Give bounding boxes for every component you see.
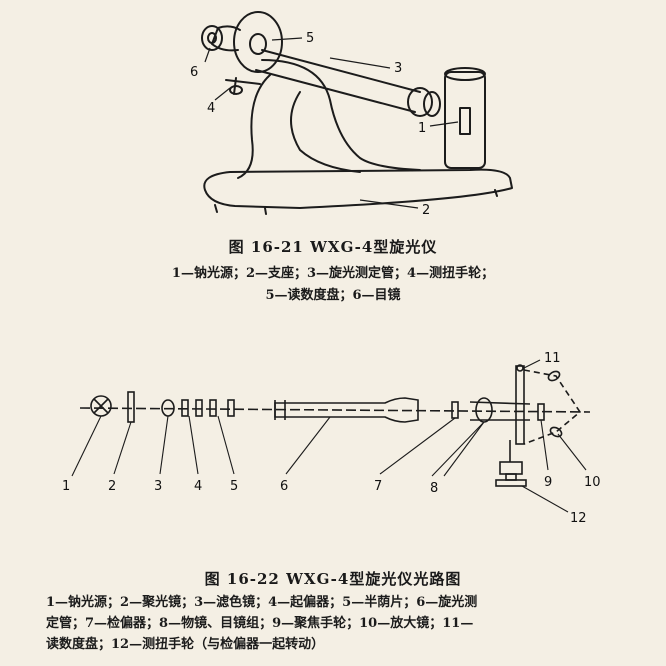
callout-op-10: 10 [584, 475, 601, 490]
callout-op-3: 3 [154, 479, 162, 494]
figure2-legend: 1—钠光源；2—聚光镜；3—滤色镜；4—起偏器；5—半荫片；6—旋光测 定管；7… [46, 592, 626, 655]
callout-1: 1 [418, 121, 426, 136]
callout-2: 2 [422, 203, 430, 218]
sodium-lamp-housing [444, 71, 486, 169]
callout-5: 5 [306, 31, 314, 46]
callout-op-9: 9 [544, 475, 552, 490]
callout-op-5: 5 [230, 479, 238, 494]
base-stand [203, 168, 513, 209]
polarimeter-illustration: 6 4 5 3 1 2 [190, 11, 513, 218]
callout-op-4: 4 [194, 479, 202, 494]
sample-tube [274, 397, 419, 423]
analyzer [451, 401, 459, 419]
figure2-legend-line1: 1—钠光源；2—聚光镜；3—滤色镜；4—起偏器；5—半荫片；6—旋光测 [46, 595, 478, 610]
condenser-lens [127, 391, 135, 423]
magnifier-upper [547, 370, 561, 382]
callout-op-6: 6 [280, 479, 288, 494]
measure-handwheel-2 [499, 461, 523, 475]
figure1-legend-line1: 1—钠光源；2—支座；3—旋光测定管；4—测扭手轮； [171, 266, 495, 281]
eyepiece [201, 25, 223, 51]
polarizer [181, 399, 189, 417]
figure2-caption: 图 16-22 WXG-4型旋光仪光路图 [204, 570, 462, 588]
measuring-tube [255, 49, 421, 113]
callout-op-1: 1 [62, 479, 70, 494]
callout-op-12: 12 [570, 511, 587, 526]
figure1-caption: 图 16-21 WXG-4型旋光仪 [228, 238, 438, 256]
half-shade-plate [209, 399, 217, 417]
figure2-legend-line2: 定管；7—检偏器；8—物镜、目镜组；9—聚焦手轮；10—放大镜；11— [46, 616, 474, 631]
reading-dial-bar [515, 365, 525, 445]
support-arm [261, 59, 421, 171]
callout-6: 6 [190, 65, 198, 80]
callout-op-2: 2 [108, 479, 116, 494]
callout-4: 4 [207, 101, 215, 116]
reading-dial [233, 11, 283, 73]
figure2-legend-line3: 读数度盘；12—测扭手轮（与检偏器一起转动） [46, 637, 325, 652]
magnifier-lower [549, 426, 563, 438]
callout-3: 3 [394, 61, 402, 76]
optical-axis [79, 407, 591, 413]
figure1-legend-line2: 5—读数度盘；6—目镜 [265, 288, 401, 303]
callout-op-7: 7 [374, 479, 382, 494]
optical-path-diagram: 1 2 3 4 5 6 7 8 9 10 11 12 [62, 351, 601, 526]
callout-op-11: 11 [544, 351, 561, 366]
callout-op-8: 8 [430, 481, 438, 496]
